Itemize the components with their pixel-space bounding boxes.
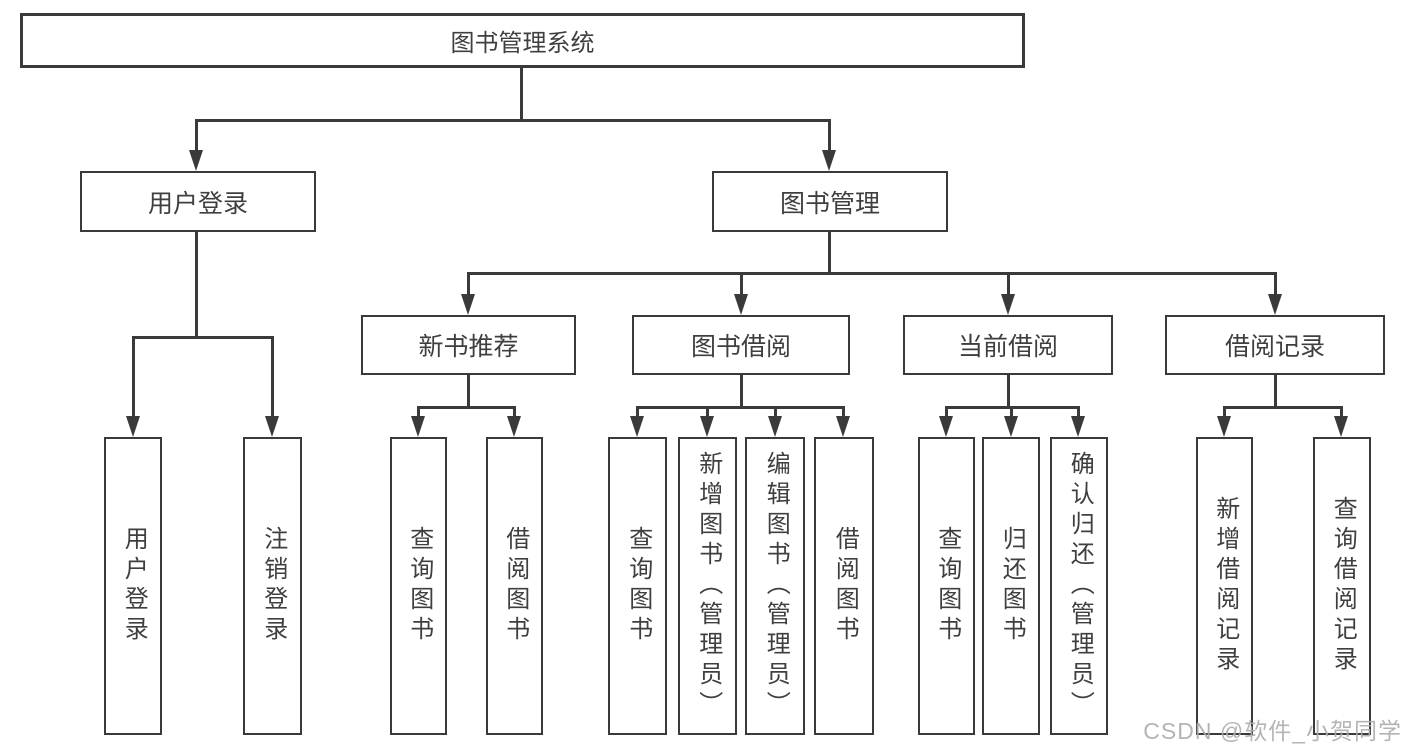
node-label: 用户登录 xyxy=(147,189,248,218)
connector-line xyxy=(740,272,743,298)
node-new-book-recommendation: 新书推荐 xyxy=(361,315,576,375)
connector-line xyxy=(520,68,523,119)
connector-line xyxy=(1340,406,1343,420)
connector-line xyxy=(842,406,845,420)
arrow-down-icon xyxy=(700,416,714,437)
leaf-label: 查询图书 xyxy=(405,526,433,646)
arrow-down-icon xyxy=(630,416,644,437)
leaf-add-books-admin: 新增图书（管理员） xyxy=(678,437,737,735)
connector-line xyxy=(1010,406,1013,420)
connector-line xyxy=(1223,406,1226,420)
node-label: 借阅记录 xyxy=(1224,333,1325,361)
leaf-label: 查询图书 xyxy=(933,526,961,646)
connector-line xyxy=(1274,272,1277,298)
connector-line xyxy=(1077,406,1080,420)
connector-line xyxy=(195,232,198,336)
connector-line xyxy=(271,336,274,420)
leaf-label: 新增图书（管理员） xyxy=(694,451,722,721)
node-label: 图书借阅 xyxy=(690,333,791,361)
leaf-label: 注销登录 xyxy=(259,526,287,646)
connector-line xyxy=(774,406,777,420)
connector-line xyxy=(195,119,198,153)
connector-line xyxy=(1007,272,1010,298)
leaf-query-books-recommend: 查询图书 xyxy=(390,437,447,735)
leaf-query-books-borrowing: 查询图书 xyxy=(608,437,667,735)
connector-line xyxy=(828,119,831,153)
arrow-down-icon xyxy=(1071,416,1085,437)
arrow-down-icon xyxy=(1217,416,1231,437)
leaf-add-borrow-record: 新增借阅记录 xyxy=(1196,437,1253,735)
connector-line xyxy=(706,406,709,420)
arrow-down-icon xyxy=(411,416,425,437)
leaf-query-borrow-record: 查询借阅记录 xyxy=(1313,437,1371,735)
leaf-confirm-return-admin: 确认归还（管理员） xyxy=(1050,437,1108,735)
arrow-down-icon xyxy=(1268,294,1282,315)
leaf-label: 借阅图书 xyxy=(501,526,529,646)
node-current-borrowing: 当前借阅 xyxy=(903,315,1113,375)
arrow-down-icon xyxy=(189,150,203,171)
leaf-label: 查询借阅记录 xyxy=(1329,496,1357,676)
connector-line xyxy=(417,406,420,420)
node-book-management: 图书管理 xyxy=(712,171,948,232)
node-user-login: 用户登录 xyxy=(80,171,316,232)
leaf-label: 新增借阅记录 xyxy=(1211,496,1239,676)
connector-line xyxy=(828,232,831,273)
connector-line xyxy=(740,375,743,406)
connector-line xyxy=(945,406,948,420)
node-book-borrowing: 图书借阅 xyxy=(632,315,850,375)
leaf-label: 用户登录 xyxy=(120,526,148,646)
leaf-logout: 注销登录 xyxy=(243,437,302,735)
leaf-label: 确认归还（管理员） xyxy=(1066,451,1094,721)
connector-line xyxy=(513,406,516,420)
arrow-down-icon xyxy=(822,150,836,171)
connector-line xyxy=(467,272,470,298)
connector-line xyxy=(1274,375,1277,406)
arrow-down-icon xyxy=(734,294,748,315)
connector-line xyxy=(636,406,845,409)
arrow-down-icon xyxy=(1001,294,1015,315)
connector-line xyxy=(636,406,639,420)
leaf-query-books-current: 查询图书 xyxy=(918,437,975,735)
leaf-label: 编辑图书（管理员） xyxy=(762,451,790,721)
connector-line xyxy=(467,375,470,406)
leaf-return-books: 归还图书 xyxy=(982,437,1040,735)
connector-line xyxy=(132,336,135,420)
leaf-label: 查询图书 xyxy=(624,526,652,646)
arrow-down-icon xyxy=(126,416,140,437)
arrow-down-icon xyxy=(939,416,953,437)
connector-line xyxy=(467,272,1277,275)
leaf-edit-books-admin: 编辑图书（管理员） xyxy=(745,437,805,735)
node-label: 新书推荐 xyxy=(418,333,519,361)
arrow-down-icon xyxy=(461,294,475,315)
arrow-down-icon xyxy=(1334,416,1348,437)
leaf-borrow-books-borrowing: 借阅图书 xyxy=(814,437,874,735)
node-root-book-management-system: 图书管理系统 xyxy=(20,13,1025,68)
leaf-label: 归还图书 xyxy=(998,526,1026,646)
connector-line xyxy=(417,406,516,409)
node-label: 当前借阅 xyxy=(957,333,1058,361)
node-label: 图书管理 xyxy=(779,189,880,218)
leaf-borrow-books-recommend: 借阅图书 xyxy=(486,437,543,735)
connector-line xyxy=(1223,406,1343,409)
connector-line xyxy=(195,119,831,122)
arrow-down-icon xyxy=(836,416,850,437)
arrow-down-icon xyxy=(768,416,782,437)
arrow-down-icon xyxy=(507,416,521,437)
connector-line xyxy=(1007,375,1010,406)
leaf-label: 借阅图书 xyxy=(831,526,859,646)
arrow-down-icon xyxy=(1004,416,1018,437)
arrow-down-icon xyxy=(265,416,279,437)
connector-line xyxy=(132,336,274,339)
node-borrowing-records: 借阅记录 xyxy=(1165,315,1385,375)
node-label: 图书管理系统 xyxy=(450,30,595,57)
leaf-user-login: 用户登录 xyxy=(104,437,162,735)
csdn-watermark: CSDN @软件_小贺同学 xyxy=(1143,718,1402,744)
